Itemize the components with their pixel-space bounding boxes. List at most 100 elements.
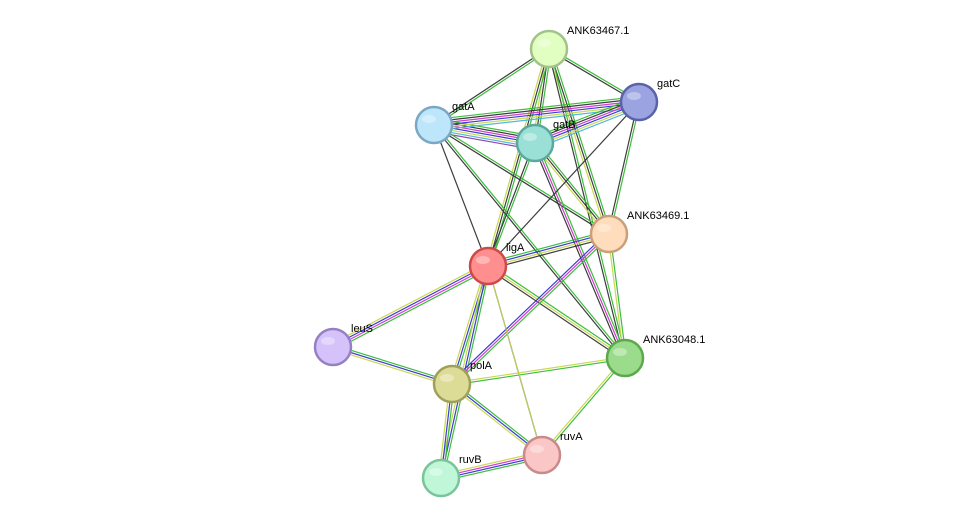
edge-ANK63467-ANK63048[interactable] [547,48,627,359]
edge-leuS-polA[interactable] [332,344,453,387]
edge-ANK63467-gatA[interactable] [433,47,550,127]
edge-ligA-ANK63048[interactable] [486,263,627,361]
node-label: ANK63048.1 [643,334,705,346]
edge-ligA-ANK63469[interactable] [487,230,610,270]
edge-gatB-ANK63048[interactable] [532,141,628,360]
edge-ruvA-ligA[interactable] [487,265,543,456]
edge-line-black [432,125,625,360]
edge-line-yellow [487,265,626,359]
edge-line-yellow [485,48,548,266]
edge-line-blue [332,346,453,385]
edge-line-green [609,102,641,235]
edge-line-green [487,230,609,264]
node-circle[interactable] [468,246,508,286]
node-ANK63048[interactable]: ANK63048.1 [605,334,705,378]
edge-line-black [488,236,610,270]
node-ligA[interactable]: ligA [468,242,525,286]
node-polA[interactable]: polA [432,360,493,404]
edge-line-black [547,49,625,359]
node-circle[interactable] [529,29,569,69]
node-circle[interactable] [522,435,562,475]
node-ruvB[interactable]: ruvB [421,454,482,498]
node-highlight [597,224,611,232]
node-circle[interactable] [313,327,353,367]
edge-line-green [433,95,639,121]
edge-line-green [550,48,612,234]
edge-ANK63467-ANK63469[interactable] [546,48,612,235]
edge-line-black [433,125,609,236]
node-gatB[interactable]: gatB [515,119,576,163]
edge-line-green [434,123,627,358]
node-ruvA[interactable]: ruvA [522,431,583,475]
edge-line-magenta [451,233,610,385]
edge-gatC-ANK63469[interactable] [607,101,641,235]
node-label: ruvA [560,431,583,443]
edge-line-black [607,101,639,234]
edge-line-blue [487,232,609,266]
edge-line-green [333,344,453,383]
node-circle[interactable] [605,338,645,378]
edge-line-black [487,101,640,267]
edge-line-magenta [433,100,639,125]
edge-line-green [532,96,638,139]
edge-line-green [542,358,627,457]
node-gatC[interactable]: gatC [619,78,680,122]
node-label: leuS [351,323,373,335]
node-circle[interactable] [421,458,461,498]
node-highlight [613,348,627,356]
edge-line-green [536,141,628,358]
node-highlight [429,468,443,476]
edge-line-yellow [451,356,625,384]
node-circle[interactable] [589,214,629,254]
edge-gatC-ligA[interactable] [487,101,640,267]
edge-line-black [548,48,610,235]
node-label: ANK63469.1 [627,210,689,222]
node-label: gatC [657,78,680,90]
node-label: gatB [553,119,576,131]
edge-line-green [488,263,627,357]
edge-ANK63469-ANK63048[interactable] [607,233,627,359]
node-circle[interactable] [515,123,555,163]
edge-line-black [486,142,535,266]
edge-line-magenta [534,142,626,359]
edges-layer [331,47,642,482]
edge-line-yellow [332,348,452,387]
edge-gatB-ANK63469[interactable] [532,141,612,236]
edge-ANK63048-ruvA[interactable] [540,356,627,457]
edge-line-black [433,47,549,125]
edge-gatA-ANK63048[interactable] [432,123,627,360]
edge-ANK63469-polA[interactable] [450,231,611,387]
node-ANK63467[interactable]: ANK63467.1 [529,25,629,69]
node-circle[interactable] [619,82,659,122]
edge-ANK63048-polA[interactable] [451,356,626,386]
edge-line-green [609,233,627,358]
edge-line-lightblue [536,106,642,149]
edge-line-green [488,143,537,267]
node-ANK63469[interactable]: ANK63469.1 [589,210,689,254]
edge-line-green [452,358,626,386]
edge-line-black [487,48,550,267]
edge-line-blue [332,264,488,347]
edge-line-green [434,49,550,127]
edge-ligA-leuS[interactable] [331,262,490,351]
edge-gatB-ligA[interactable] [486,142,537,267]
node-highlight [627,92,641,100]
node-highlight [440,374,454,382]
edge-line-green [536,141,612,233]
edge-line-green [453,235,611,387]
node-circle[interactable] [414,105,454,145]
edge-gatA-ligA[interactable] [433,124,489,267]
node-highlight [422,115,436,123]
edge-line-yellow [487,265,543,456]
edge-line-black [534,142,610,235]
edge-line-yellow [331,262,487,345]
edge-line-yellow [488,234,610,268]
nodes-layer: ANK63467.1 gatC gatA gatB ANK63469.1 ligA leuS… [313,25,705,498]
edge-line-black [433,124,489,267]
node-highlight [321,337,335,345]
node-gatA[interactable]: gatA [414,101,475,145]
node-leuS[interactable]: leuS [313,323,373,367]
edge-line-green [334,268,490,351]
node-circle[interactable] [432,364,472,404]
